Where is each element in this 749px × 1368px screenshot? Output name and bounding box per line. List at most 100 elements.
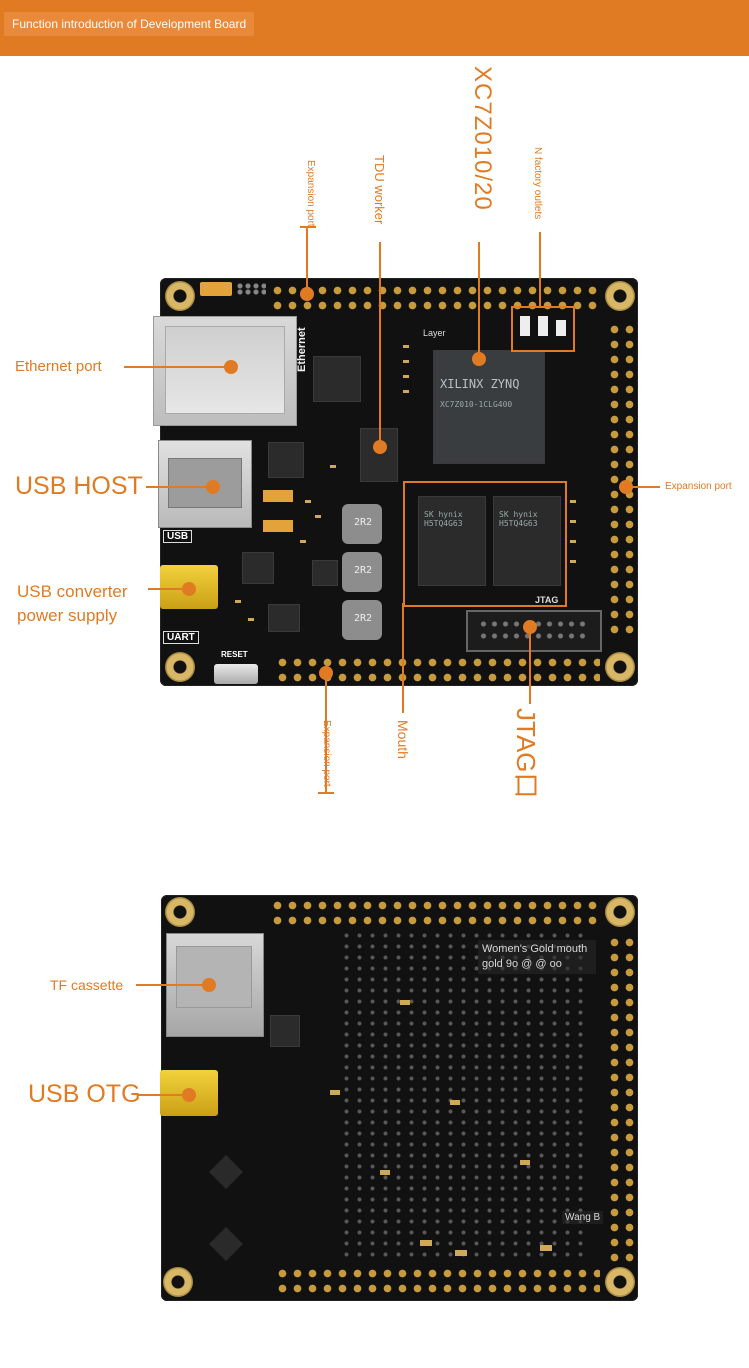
callout-dot (319, 666, 333, 680)
phy-chip (313, 356, 361, 402)
mounting-hole (165, 652, 195, 682)
zynq-part: XC7Z010-1CLG400 (440, 400, 513, 409)
label-tf: TF cassette (50, 977, 124, 993)
smd-component (305, 500, 311, 503)
callout-line (478, 242, 480, 354)
label-tdu: TDU worker (372, 155, 387, 225)
inductor (342, 600, 382, 640)
bottom-board-bottom-pins (275, 1266, 600, 1296)
inductor-label: 2R2 (354, 565, 373, 576)
mounting-hole (165, 281, 195, 311)
callout-dot (182, 1088, 196, 1102)
smd-component (403, 390, 409, 393)
tf-card-slot-inner (176, 946, 252, 1008)
smd-component (330, 1090, 340, 1095)
zynq-brand: XILINX ZYNQ (440, 377, 520, 391)
smd-cluster (340, 930, 590, 1260)
smd-component (380, 1170, 390, 1175)
label-wang-b: Wang B (562, 1211, 604, 1224)
bottom-board-right-pins (607, 935, 637, 1265)
smd-component (400, 1000, 410, 1005)
inductor-label: 2R2 (354, 613, 373, 624)
smd-component (520, 1160, 530, 1165)
led-highlight-box (511, 306, 575, 352)
callout-dot (224, 360, 238, 374)
callout-line (124, 366, 230, 368)
bottom-chip (270, 1015, 300, 1047)
led (556, 320, 566, 336)
uart-tag: UART (163, 631, 199, 644)
bottom-board-top-pins (270, 898, 600, 928)
callout-dot (206, 480, 220, 494)
callout-line (136, 984, 208, 986)
jtag-silk: JTAG (535, 595, 559, 605)
label-expansion-top: Expansion port (305, 160, 316, 227)
smd-component (403, 360, 409, 363)
power-chip (242, 552, 274, 584)
callout-line (632, 486, 660, 488)
label-usb-host: USB HOST (15, 472, 143, 500)
ddr-right-text: SK hynix H5TQ4G63 (499, 510, 538, 528)
reg-chip (312, 560, 338, 586)
smd-component (248, 618, 254, 621)
ethernet-silk: Ethernet (296, 327, 308, 372)
inductor (342, 504, 382, 544)
zynq-chip (433, 350, 545, 464)
smd-component (570, 540, 576, 543)
smd-component (570, 560, 576, 563)
label-usb-otg: USB OTG (28, 1080, 141, 1108)
callout-bar (300, 226, 316, 228)
callout-dot (373, 440, 387, 454)
callout-line (306, 228, 308, 290)
label-n-factory: N factory outlets (532, 147, 543, 220)
reset-tag: RESET (221, 650, 248, 659)
header-bar: Function introduction of Development Boa… (0, 0, 749, 56)
callout-dot (619, 480, 633, 494)
label-womens-gold: Women's Gold mouth gold 9o @ @ oo (478, 940, 596, 974)
layer-silk: Layer (423, 328, 446, 338)
smd-component (403, 375, 409, 378)
smd-component (450, 1100, 460, 1105)
boot-switch (200, 282, 232, 296)
jumper (263, 520, 293, 532)
smd-component (315, 515, 321, 518)
label-expansion-bottom: Expansion port (321, 720, 332, 787)
inductor (342, 552, 382, 592)
callout-line (148, 588, 188, 590)
mounting-hole (165, 897, 195, 927)
callout-dot (202, 978, 216, 992)
usb-tag: USB (163, 530, 193, 543)
callout-line (529, 632, 531, 704)
callout-line (325, 678, 327, 792)
inductor-label: 2R2 (354, 517, 373, 528)
callout-dot (523, 620, 537, 634)
callout-line (138, 1094, 188, 1096)
smd-component (570, 500, 576, 503)
callout-dot (472, 352, 486, 366)
smd-component (235, 600, 241, 603)
mounting-hole (605, 281, 635, 311)
mounting-hole (605, 897, 635, 927)
ddr-chip-left (418, 496, 486, 586)
ddr-chip-right (493, 496, 561, 586)
smd-component (540, 1245, 552, 1251)
led (520, 316, 530, 336)
mounting-hole (605, 652, 635, 682)
label-chip-model: XC7Z010/20 (469, 66, 496, 211)
label-ethernet: Ethernet port (15, 358, 102, 375)
callout-dot (300, 287, 314, 301)
smd-component (300, 540, 306, 543)
callout-line (539, 232, 541, 308)
led (538, 316, 548, 336)
ddr-left-text: SK hynix H5TQ4G63 (424, 510, 463, 528)
smd-component (455, 1250, 467, 1256)
uart-chip (268, 604, 300, 632)
smd-component (420, 1240, 432, 1246)
ddr-highlight-box (403, 481, 567, 607)
usb-host-slot (168, 458, 242, 508)
top-pin-header (270, 283, 600, 313)
callout-line (379, 242, 381, 442)
page-title: Function introduction of Development Boa… (4, 12, 255, 36)
smd-component (403, 345, 409, 348)
usb-phy-chip (268, 442, 304, 478)
